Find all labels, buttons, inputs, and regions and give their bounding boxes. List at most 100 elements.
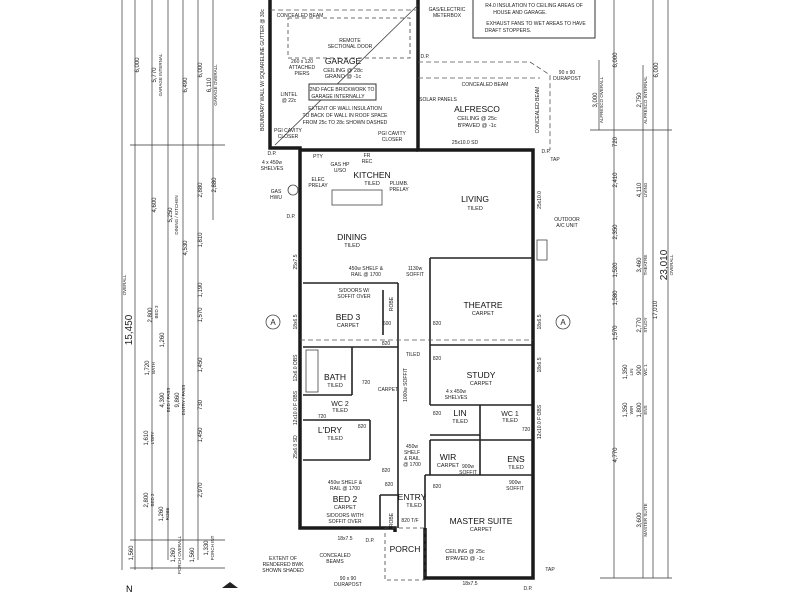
plan-label: D.P. [286,214,295,220]
plan-label: 450w SHELF & [328,480,363,486]
plan-label: TILED [364,181,380,187]
plan-label: PORCH INT [210,535,215,560]
plan-label: FR [364,153,371,159]
plan-label: LIVING [643,182,648,197]
plan-label: U/SO [334,168,346,174]
plan-label: 90 x 90 [559,70,576,76]
room-porch: PORCH [390,544,421,554]
plan-label: ENS [643,405,648,414]
plan-label: METERBOX [433,13,462,19]
plan-label: BEAMS [326,559,344,565]
plan-label: 1000w SOFFIT [403,368,409,402]
plan-label: 2,750 [637,92,643,108]
plan-label: 1,800 [637,402,643,418]
plan-label: CONCEALED [319,553,351,559]
plan-label: ELEC [311,177,324,183]
plan-label: 1,610 [144,430,150,446]
plan-label: OVERALL [669,254,674,275]
annotations: CONCEALED BEAM GAS/ELECTRIC METERBOX REM… [260,7,581,592]
plan-label: 1,580 [613,290,619,306]
plan-label: 820 [433,411,442,417]
plan-label: TILED [502,418,518,424]
plan-label: SOFFIT [406,272,424,278]
plan-label: 820 [385,482,394,488]
plan-label: GAS HP [331,162,351,168]
plan-label: D.P. [541,149,550,155]
plan-label: D.P. [267,151,276,157]
plan-label: OUTDOOR [554,217,580,223]
plan-label: SHELVES [445,395,468,401]
plan-label: 900w [462,464,474,470]
plan-label: PGI CAVITY [378,131,406,137]
plan-label: 820 [433,321,442,327]
plan-label: ALFRESCO OVERALL [599,76,604,123]
plan-label: TILED [344,243,360,249]
section-marker-left-icon: A [265,314,281,330]
plan-label: ENTRY [398,492,427,502]
plan-label: & RAIL [404,456,420,462]
plan-label: TILED [332,408,348,414]
plan-label: EXTENT OF [269,556,297,562]
plan-label: SECTIONAL DOOR [328,44,373,50]
plan-label: 820 [433,484,442,490]
plan-label: @ 22c [282,98,297,104]
plan-label: CEILING @ 25c [457,116,497,122]
plan-label: GAS/ELECTRIC [429,7,466,13]
plan-label: GARAGE INTERNALLY [311,94,365,100]
plan-label: SHOWN SHADED [262,568,304,574]
plan-label: 1,520 [613,262,619,278]
plan-label: SOFFIT OVER [337,294,371,300]
plan-label: 900 [637,364,643,375]
plan-label: PRELAY [308,183,328,189]
plan-label: TILED [406,503,422,509]
plan-label: PLUMB. [390,181,409,187]
plan-label: ROBE [389,296,395,311]
plan-label: CARPET [334,505,357,511]
plan-label: 4,770 [613,447,619,463]
plan-label: CARPET [472,311,495,317]
plan-label: TILED [508,465,524,471]
left-dimensions: 6,000 5,770 GARAGE INTERNAL 6,490 6,000 … [121,0,238,594]
plan-label: 1130w [408,266,423,272]
plan-label: 2ND FACE BRICKWORK TO [310,87,375,93]
plan-label: 1,450 [198,427,204,443]
plan-label: 720 [318,414,327,420]
plan-label: 2,880 [198,182,204,198]
plan-label: 25x7.5 [293,254,299,269]
plan-label: 2,410 [613,172,619,188]
plan-label: 450w [406,444,418,450]
plan-label: ROBE [165,508,170,521]
plan-label: BATH [151,362,156,374]
plan-label: S/DOORS WITH [326,513,364,519]
plan-label: 12x10.0 F OBS [293,390,299,425]
plan-label: 720 [613,136,619,147]
plan-label: DINING / KITCHEN [174,195,179,234]
plan-label: 820 [382,468,391,474]
plan-label: KITCHEN [353,170,390,180]
plan-label: OVERALL [122,274,127,295]
plan-label: 4,390 [160,392,166,408]
plan-label: DURAPOST [553,76,581,82]
plan-label: 12x10.0 F OBS [537,404,543,439]
plan-label: 3,600 [637,512,643,528]
plan-label: ENS [507,454,525,464]
plan-label: DRAFT STOPPERS. [485,28,532,34]
north-arrow-icon [222,582,238,588]
plan-label: LIN [629,368,634,375]
plan-label: PIERS [294,71,310,77]
plan-label: LIVING [461,194,489,204]
plan-label: BATH [324,372,346,382]
plan-label: 25x6.0 SD [293,435,299,459]
plan-label: 17,010 [653,300,659,319]
plan-label: 23,010 [659,249,670,280]
plan-label: 820 [433,356,442,362]
plan-label: RAIL @ 1700 [330,486,360,492]
plan-label: 6,000 [654,62,660,78]
